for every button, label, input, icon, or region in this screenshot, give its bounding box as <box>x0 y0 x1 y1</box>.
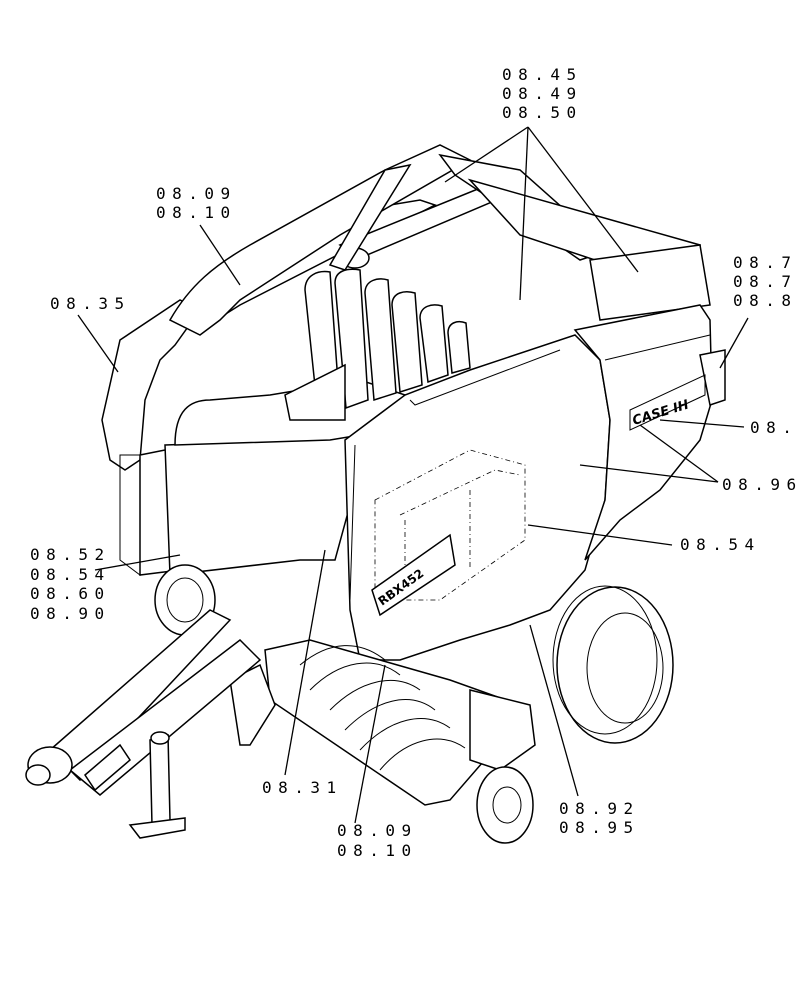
round-baler-illustration: RBX452 CASE IH <box>25 144 726 844</box>
callout-08-54-right: 08.54 <box>680 535 761 554</box>
callout-08-45: 08.45 <box>502 65 583 84</box>
callout-08-50: 08.50 <box>502 103 583 122</box>
callout-labels: 08.45 08.49 08.50 08.09 08.10 08.35 08.7… <box>30 65 803 860</box>
callout-08-96: 08.96 <box>722 475 803 494</box>
callout-08-35: 08.35 <box>50 294 131 313</box>
wheel <box>552 585 674 744</box>
callout-08-92: 08.92 <box>559 799 640 818</box>
callout-08-49: 08.49 <box>502 84 583 103</box>
pickup-tines <box>229 639 536 806</box>
gauge-wheel <box>476 766 534 844</box>
callout-08-52: 08.52 <box>30 545 111 564</box>
callout-08-90: 08.90 <box>30 604 111 623</box>
tractor-pto-driveshaft <box>25 609 262 796</box>
callout-08-31: 08.31 <box>262 778 343 797</box>
callout-08-09-upper: 08.09 <box>156 184 237 203</box>
callout-08-8: 08.8 <box>733 291 798 310</box>
callout-08-54-left: 08.54 <box>30 565 111 584</box>
callout-08-right: 08. <box>750 418 798 437</box>
callout-08-09-lower: 08.09 <box>337 821 418 840</box>
belt-rollers <box>284 179 522 421</box>
leader-lines <box>77 126 749 824</box>
callout-08-60: 08.60 <box>30 584 111 603</box>
callout-08-95: 08.95 <box>559 818 640 837</box>
callout-08-7-b: 08.7 <box>733 272 798 291</box>
callout-08-7-a: 08.7 <box>733 253 798 272</box>
callout-08-10-lower: 08.10 <box>337 841 418 860</box>
jack-stand <box>128 731 186 839</box>
callout-08-10-upper: 08.10 <box>156 203 237 222</box>
